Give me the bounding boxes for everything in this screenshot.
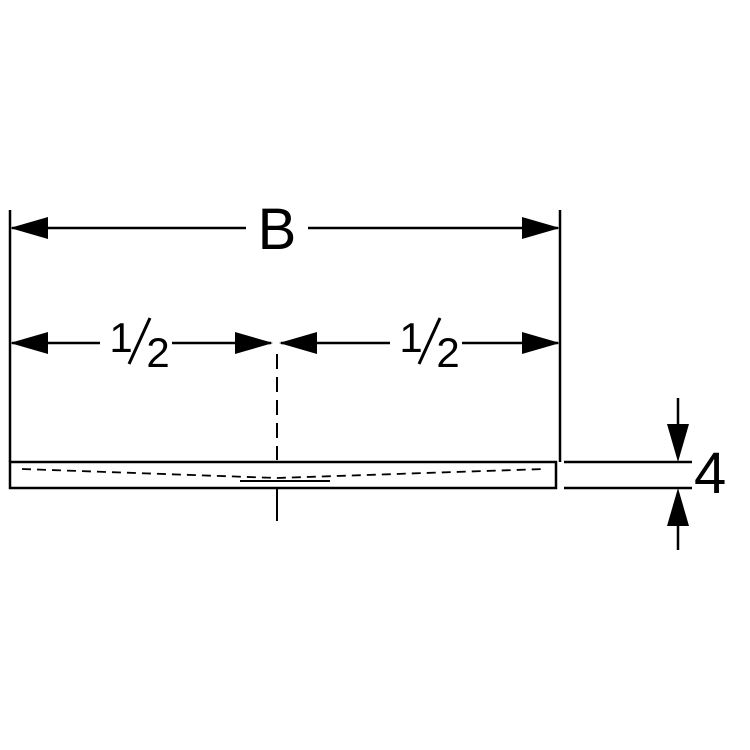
half-left-denominator: 2 <box>146 329 169 376</box>
half-width-label-right: 1 2 <box>399 314 459 376</box>
slab-surface-dashed-line <box>21 468 545 479</box>
half-left-numerator: 1 <box>109 314 132 361</box>
fraction-slash-right <box>417 317 442 365</box>
thickness-label: 4 <box>694 441 726 506</box>
half-width-label-left: 1 2 <box>109 314 169 376</box>
half-right-arrowhead-left-icon <box>279 332 317 354</box>
half-left-arrowhead-left-icon <box>10 332 48 354</box>
thickness-arrowhead-bottom-icon <box>667 488 689 526</box>
thickness-arrowhead-top-icon <box>667 424 689 462</box>
slab-profile <box>8 460 558 490</box>
overall-width-dimension: B <box>8 197 562 462</box>
half-right-arrowhead-right-icon <box>522 332 560 354</box>
half-right-denominator: 2 <box>436 329 459 376</box>
half-right-numerator: 1 <box>399 314 422 361</box>
half-width-dimension-right: 1 2 <box>279 314 560 376</box>
arrowhead-left-icon <box>10 217 48 239</box>
half-left-arrowhead-right-icon <box>235 332 273 354</box>
fraction-slash-left <box>127 317 152 365</box>
slab-outline <box>8 460 558 490</box>
overall-width-label: B <box>258 197 297 262</box>
arrowhead-right-icon <box>522 217 560 239</box>
thickness-dimension: 4 <box>564 398 726 550</box>
half-width-dimension-left: 1 2 <box>10 314 273 376</box>
